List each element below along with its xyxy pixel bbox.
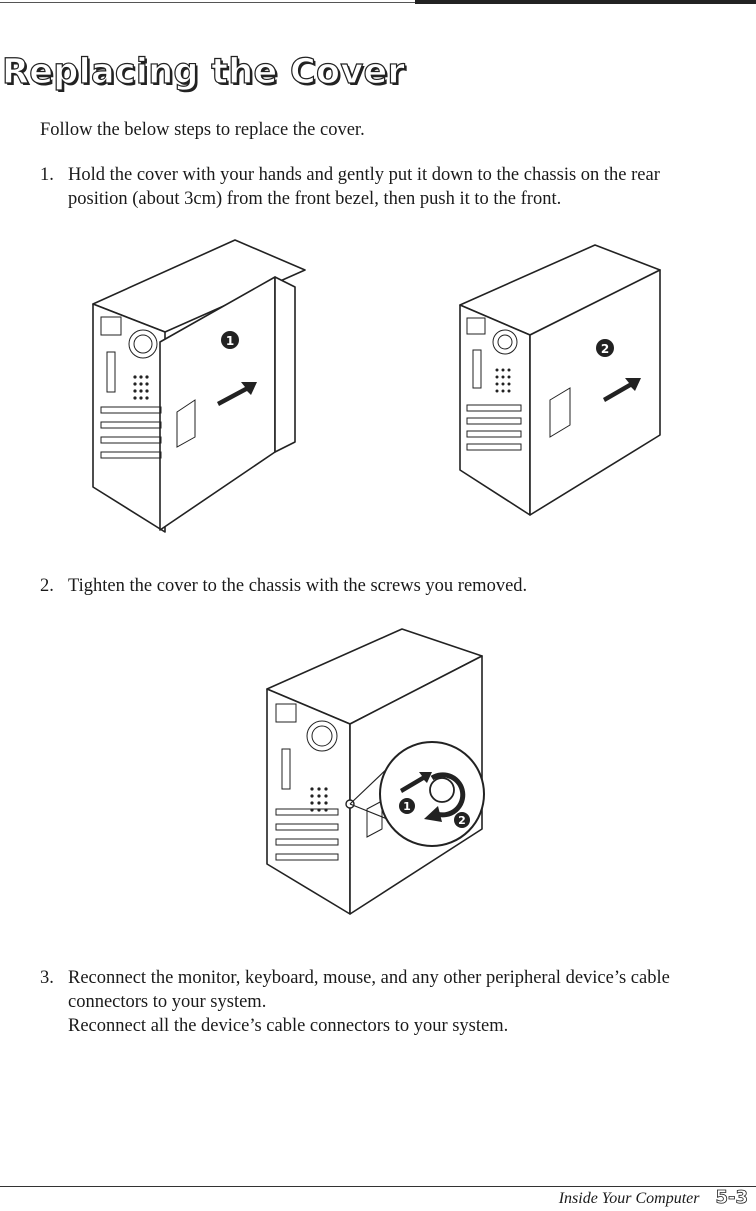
step-number: 1. [40, 165, 54, 185]
step-line: Hold the cover with your hands and gentl… [68, 165, 660, 185]
step-marker-icon [399, 798, 415, 814]
step-marker-icon [454, 812, 470, 828]
cover-slide-illustration: 1 [92, 239, 306, 533]
step-marker-label: 1 [226, 334, 234, 348]
screw-tighten-illustration: 1 2 [266, 628, 485, 915]
page-title: Replacing the Cover [1, 51, 406, 92]
step-line: position (about 3cm) from the front beze… [68, 189, 562, 209]
step-line: Reconnect the monitor, keyboard, mouse, … [68, 968, 670, 988]
step-number: 2. [40, 576, 54, 596]
step-number: 3. [40, 968, 54, 988]
step-marker-label: 2 [601, 342, 609, 356]
top-rule-thin [0, 2, 415, 3]
page-footer: Inside Your Computer 5-3 [558, 1187, 749, 1209]
intro-text: Follow the below steps to replace the co… [40, 120, 365, 140]
cover-closed-illustration: 2 [459, 244, 661, 516]
arrow-icon [217, 382, 257, 406]
footer-rule [0, 1186, 756, 1187]
top-rule-thick [415, 0, 756, 4]
footer-section-title: Inside Your Computer [558, 1190, 700, 1207]
step-marker-label: 1 [403, 800, 411, 813]
step-marker-label: 2 [458, 814, 466, 827]
step-line: connectors to your system. [68, 992, 267, 1012]
step-line: Reconnect all the device’s cable connect… [68, 1016, 509, 1036]
step-line: Tighten the cover to the chassis with th… [68, 576, 528, 596]
step-marker-icon [596, 339, 614, 357]
arrow-icon [400, 772, 432, 793]
page-number: 5-3 [715, 1187, 748, 1209]
step-marker-icon [221, 331, 239, 349]
arrow-icon [603, 378, 641, 402]
screw-icon [429, 777, 455, 803]
